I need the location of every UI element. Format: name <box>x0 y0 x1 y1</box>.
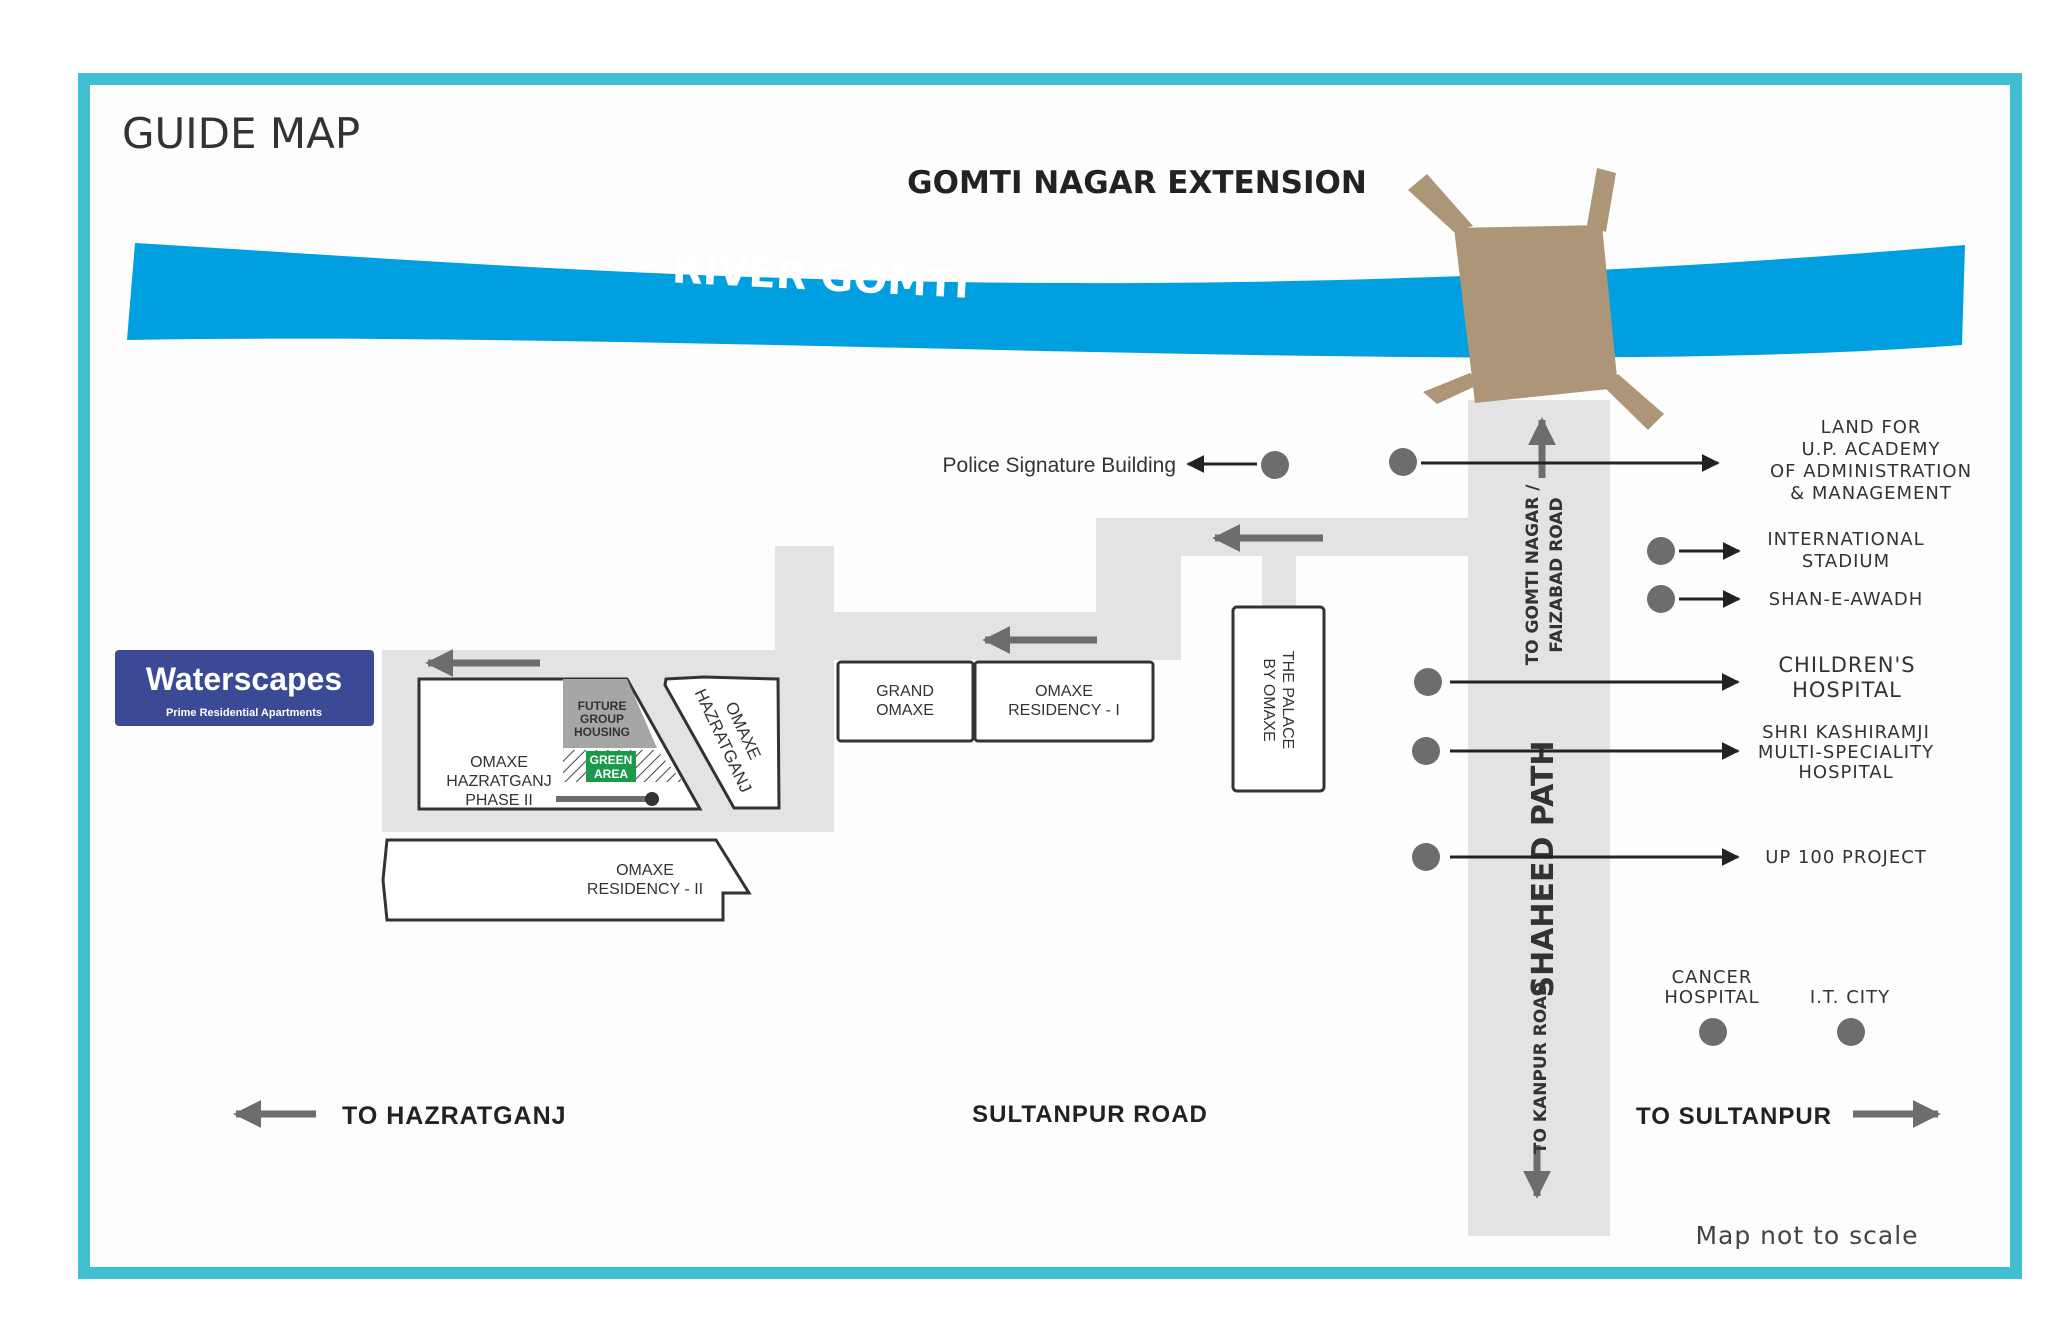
waterscapes-logo: Waterscapes Prime Residential Apartments <box>115 650 374 726</box>
svg-text:THE PALACE: THE PALACE <box>1279 651 1296 749</box>
svg-text:HOUSING: HOUSING <box>574 725 630 739</box>
to-sultanpur-label: TO SULTANPUR <box>1636 1103 1832 1130</box>
svg-text:INTERNATIONAL: INTERNATIONAL <box>1767 529 1924 550</box>
svg-text:STADIUM: STADIUM <box>1802 551 1890 572</box>
svg-text:GROUP: GROUP <box>580 712 624 726</box>
svg-text:OF ADMINISTRATION: OF ADMINISTRATION <box>1770 461 1972 482</box>
building-omaxe-residency-2: OMAXE RESIDENCY - II <box>381 838 752 922</box>
svg-text:Police Signature Building: Police Signature Building <box>943 454 1176 477</box>
north-area-label: GOMTI NAGAR EXTENSION <box>907 165 1367 201</box>
svg-text:& MANAGEMENT: & MANAGEMENT <box>1790 483 1952 504</box>
building-omaxe-hazratganj-phase-2: FUTURE GROUP HOUSING GREEN AREA OMAXE HA… <box>417 677 703 811</box>
svg-text:OMAXE: OMAXE <box>876 702 934 719</box>
svg-text:BY OMAXE: BY OMAXE <box>1260 658 1277 741</box>
svg-text:RESIDENCY - II: RESIDENCY - II <box>587 881 703 898</box>
building-grand-omaxe: GRAND OMAXE <box>836 660 975 743</box>
svg-text:HOSPITAL: HOSPITAL <box>1792 678 1902 702</box>
shaheed-path-road <box>1468 400 1610 1236</box>
landmark-shan-e-awadh: SHAN-E-AWADH <box>1647 585 1924 613</box>
future-group-housing-area <box>563 679 657 748</box>
landmark-up-academy: LAND FOR U.P. ACADEMY OF ADMINISTRATION … <box>1389 417 1972 504</box>
svg-text:FUTURE: FUTURE <box>578 699 627 713</box>
landmark-police-signature-building: Police Signature Building <box>943 451 1289 479</box>
svg-text:SHRI KASHIRAMJI: SHRI KASHIRAMJI <box>1762 722 1930 743</box>
svg-text:PHASE II: PHASE II <box>465 792 533 809</box>
green-area <box>586 751 636 782</box>
svg-text:UP 100 PROJECT: UP 100 PROJECT <box>1765 847 1927 868</box>
svg-text:U.P. ACADEMY: U.P. ACADEMY <box>1801 439 1940 460</box>
svg-text:OMAXE: OMAXE <box>1035 683 1093 700</box>
svg-text:CANCER: CANCER <box>1672 967 1753 988</box>
svg-text:CHILDREN'S: CHILDREN'S <box>1778 653 1915 677</box>
bridge-junction <box>1408 168 1664 430</box>
svg-text:HOSPITAL: HOSPITAL <box>1664 987 1759 1008</box>
svg-text:LAND FOR: LAND FOR <box>1821 417 1922 438</box>
to-kanpur-label: TO KANPUR ROAD <box>1531 982 1551 1154</box>
to-gomti-nagar-label-2: FAIZABAD ROAD <box>1547 497 1567 652</box>
svg-text:RESIDENCY - I: RESIDENCY - I <box>1008 702 1120 719</box>
sultanpur-road-label: SULTANPUR ROAD <box>972 1101 1208 1128</box>
svg-text:HOSPITAL: HOSPITAL <box>1798 762 1893 783</box>
landmark-up-100-project: UP 100 PROJECT <box>1412 843 1927 871</box>
to-gomti-nagar-label-1: TO GOMTI NAGAR / <box>1523 484 1543 666</box>
svg-text:GREEN: GREEN <box>590 753 633 767</box>
svg-text:AREA: AREA <box>594 767 628 781</box>
svg-text:I.T. CITY: I.T. CITY <box>1810 987 1890 1008</box>
scale-note: Map not to scale <box>1695 1221 1918 1250</box>
svg-text:OMAXE: OMAXE <box>470 754 528 771</box>
landmark-it-city: I.T. CITY <box>1810 987 1890 1046</box>
traffic-arrows <box>233 417 1941 1199</box>
svg-text:SHAN-E-AWADH: SHAN-E-AWADH <box>1769 589 1924 610</box>
svg-text:HAZRATGANJ: HAZRATGANJ <box>446 773 551 790</box>
svg-text:GRAND: GRAND <box>876 683 934 700</box>
to-hazratganj-label: TO HAZRATGANJ <box>342 1102 567 1130</box>
svg-text:MULTI-SPECIALITY: MULTI-SPECIALITY <box>1758 742 1934 763</box>
building-the-palace: THE PALACE BY OMAXE <box>1231 605 1326 793</box>
shaheed-path-label: SHAHEED PATH <box>1526 740 1561 997</box>
svg-text:OMAXE: OMAXE <box>616 862 674 879</box>
landmark-cancer-hospital: CANCER HOSPITAL <box>1664 967 1759 1046</box>
logo-brand: Waterscapes <box>146 661 342 697</box>
landmark-international-stadium: INTERNATIONAL STADIUM <box>1647 529 1924 572</box>
landmark-kashiramji-hospital: SHRI KASHIRAMJI MULTI-SPECIALITY HOSPITA… <box>1412 722 1934 783</box>
landmark-childrens-hospital: CHILDREN'S HOSPITAL <box>1414 653 1915 702</box>
building-omaxe-residency-1: OMAXE RESIDENCY - I <box>973 660 1155 743</box>
map-title: GUIDE MAP <box>122 109 360 158</box>
logo-tagline: Prime Residential Apartments <box>166 707 322 719</box>
